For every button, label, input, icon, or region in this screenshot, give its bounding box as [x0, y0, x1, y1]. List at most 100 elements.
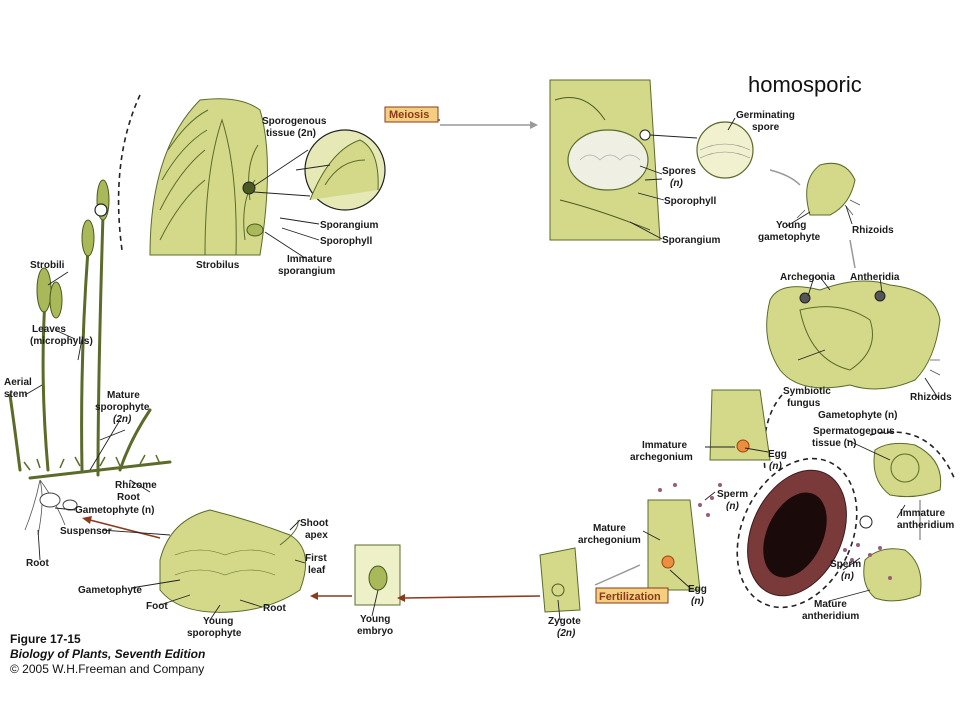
label-root-a: Root: [117, 492, 140, 503]
label-mature-anth: Mature: [814, 599, 847, 610]
label-young: Young: [776, 220, 806, 231]
strobilus-section: [149, 98, 268, 256]
label-gametophyte-n2: Gametophyte (n): [818, 410, 897, 421]
label-strobili: Strobili: [30, 260, 65, 271]
label-zygote-2n: (2n): [557, 628, 576, 639]
label-young-sp: Young: [203, 616, 233, 627]
label-spores: Spores: [662, 166, 696, 177]
label-archegonium-b: archegonium: [578, 535, 641, 546]
label-egg-a-n: (n): [769, 461, 782, 472]
figure-number: Figure 17-15: [10, 632, 81, 646]
label-antheridia: Antheridia: [850, 272, 900, 283]
label-foot: Foot: [146, 601, 168, 612]
sperm-release-oval: [736, 457, 873, 609]
label-egg-b-n: (n): [691, 596, 704, 607]
label-sporophyte: sporophyte: [95, 402, 150, 413]
diagram-title: homosporic: [748, 72, 862, 97]
gametophyte-grow-arrow: [849, 239, 856, 269]
sporophyte-to-mature-arrow: [89, 519, 161, 539]
label-sporophyte-ploidy: (2n): [113, 414, 132, 425]
fertilization-label: Fertilization: [599, 591, 661, 603]
label-leaf: leaf: [308, 565, 326, 576]
mature-sporophyte-plant: [8, 179, 172, 536]
label-suspensor: Suspensor: [60, 526, 112, 537]
label-sporangium-a: Sporangium: [320, 220, 378, 231]
label-root-c: Root: [263, 603, 286, 614]
meiosis-box: [384, 106, 439, 123]
label-sporophyll-b: Sporophyll: [664, 196, 716, 207]
label-root-b: Root: [26, 558, 49, 569]
label-mature: Mature: [107, 390, 140, 401]
label-sporophyte-c: sporophyte: [187, 628, 242, 639]
label-gametophyte-n: Gametophyte (n): [75, 505, 154, 516]
label-sperm-b-n: (n): [841, 571, 854, 582]
label-first: First: [305, 553, 327, 564]
book-title: Biology of Plants, Seventh Edition: [10, 647, 206, 661]
label-rhizoids-b: Rhizoids: [910, 392, 952, 403]
label-rhizoids-a: Rhizoids: [852, 225, 894, 236]
fertilization-box: [595, 587, 669, 604]
label-tissue-2n: tissue (2n): [266, 128, 316, 139]
label-shoot: Shoot: [300, 518, 329, 529]
young-sporophyte: [159, 509, 307, 613]
zygote-to-embryo-arrowhead: [397, 594, 405, 602]
label-apex: apex: [305, 530, 328, 541]
young-embryo: [354, 544, 401, 606]
label-sporangium-b: sporangium: [278, 266, 335, 277]
label-sperm-b: Sperm: [830, 559, 861, 570]
figure-caption: Figure 17-15 Biology of Plants, Seventh …: [10, 632, 205, 677]
label-young-emb: Young: [360, 614, 390, 625]
label-microphylls: (microphylls): [30, 336, 93, 347]
label-embryo: embryo: [357, 626, 393, 637]
label-archegonium: archegonium: [630, 452, 693, 463]
mature-archegonium: [647, 483, 701, 591]
label-rhizome: Rhizome: [115, 480, 157, 491]
antheridium-detail-arc: [869, 431, 956, 481]
label-mature-arch: Mature: [593, 523, 626, 534]
label-aerial: Aerial: [4, 377, 32, 388]
label-spore: spore: [752, 122, 780, 133]
label-antheridium: antheridium: [897, 520, 954, 531]
label-immature: Immature: [287, 254, 332, 265]
label-sporangium-c: Sporangium: [662, 235, 720, 246]
label-fungus: fungus: [787, 398, 821, 409]
label-leaves: Leaves: [32, 324, 66, 335]
sporogenous-tissue-zoom: [253, 129, 386, 211]
label-sperm-a: Sperm: [717, 489, 748, 500]
mature-gametophyte: [766, 280, 941, 390]
sporophyll-section: [549, 79, 661, 241]
label-germinating: Germinating: [736, 110, 795, 121]
label-gametophyte: gametophyte: [758, 232, 821, 243]
label-spermatogenous: Spermatogenous: [813, 426, 895, 437]
label-stem: stem: [4, 389, 27, 400]
label-egg-b: Egg: [688, 584, 707, 595]
young-gametophyte: [796, 162, 861, 219]
label-antheridium-b: antheridium: [802, 611, 859, 622]
label-spores-n: (n): [670, 178, 683, 189]
mature-antheridium: [850, 546, 922, 602]
leader-lines: [24, 117, 939, 621]
embryo-to-sporophyte-arrowhead: [310, 592, 318, 600]
label-sporophyll-a: Sporophyll: [320, 236, 372, 247]
label-symbiotic: Symbiotic: [783, 386, 831, 397]
label-egg-a: Egg: [768, 449, 787, 460]
meiosis-arrowhead: [530, 121, 538, 129]
spore-to-gametophyte-arrow: [769, 169, 801, 186]
immature-archegonium: [709, 389, 771, 461]
sperm-dots: [698, 483, 860, 552]
label-strobilus: Strobilus: [196, 260, 240, 271]
fertilization-sperm-arrow: [594, 564, 641, 586]
label-immature-anth: Immature: [900, 508, 945, 519]
label-zygote: Zygote: [548, 616, 581, 627]
germinating-spore: [649, 121, 754, 179]
label-archegonia: Archegonia: [780, 272, 835, 283]
label-tissue-n: tissue (n): [812, 438, 856, 449]
zygote: [539, 547, 581, 613]
label-sporogenous: Sporogenous: [262, 116, 327, 127]
label-gametophyte-c: Gametophyte: [78, 585, 142, 596]
meiosis-label: Meiosis: [389, 109, 429, 121]
label-sperm-a-n: (n): [726, 501, 739, 512]
immature-antheridium: [873, 442, 942, 498]
sporophyte-to-mature-arrowhead: [82, 516, 92, 524]
